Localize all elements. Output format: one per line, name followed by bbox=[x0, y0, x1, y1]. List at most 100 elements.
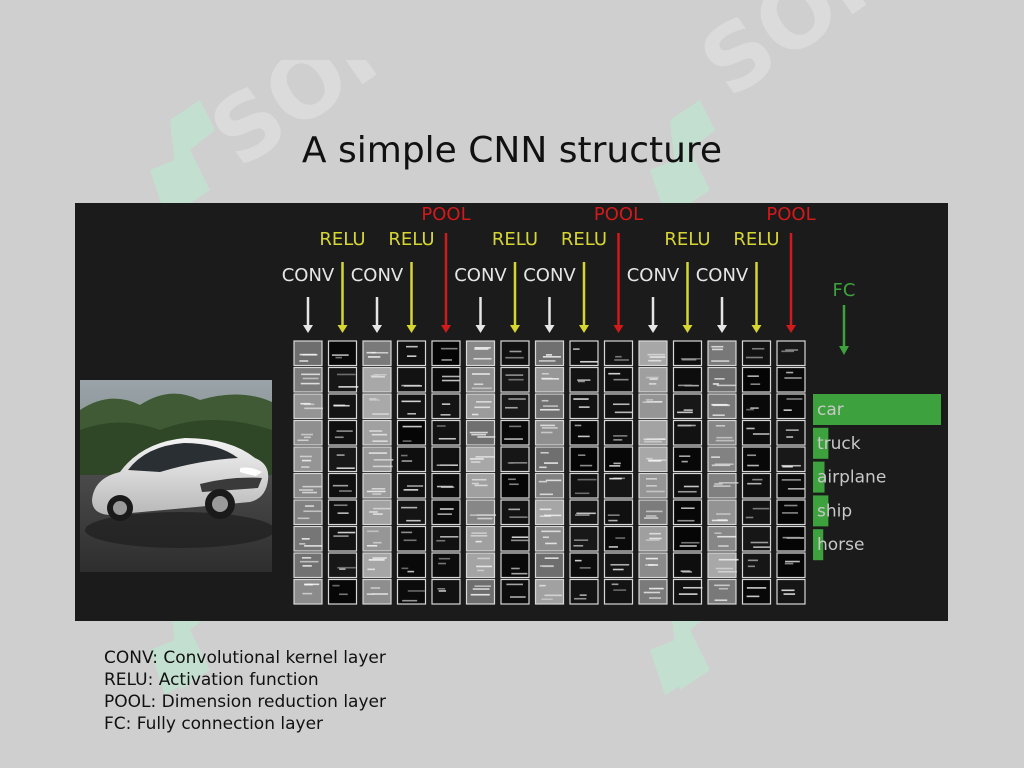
feature-texture bbox=[469, 458, 484, 460]
feature-map bbox=[776, 446, 806, 473]
feature-texture bbox=[615, 355, 622, 358]
feature-texture bbox=[573, 398, 589, 400]
feature-texture bbox=[338, 386, 359, 388]
arrow-head bbox=[372, 325, 382, 333]
feature-texture bbox=[580, 360, 598, 363]
feature-texture bbox=[436, 485, 453, 488]
feature-texture bbox=[575, 514, 590, 516]
feature-texture bbox=[539, 466, 547, 469]
feature-texture bbox=[677, 490, 697, 493]
feature-texture bbox=[787, 488, 806, 490]
feature-texture bbox=[471, 478, 487, 481]
feature-map bbox=[707, 552, 737, 579]
feature-map bbox=[603, 340, 634, 367]
feature-texture bbox=[781, 350, 795, 353]
feature-texture bbox=[438, 590, 447, 592]
feature-texture bbox=[373, 459, 394, 461]
feature-map-column bbox=[293, 340, 324, 605]
feature-texture bbox=[407, 570, 415, 573]
feature-texture bbox=[401, 460, 413, 462]
feature-map bbox=[741, 499, 772, 526]
feature-texture bbox=[511, 567, 520, 570]
feature-texture bbox=[337, 531, 356, 534]
feature-texture bbox=[337, 566, 356, 569]
feature-texture bbox=[711, 345, 724, 348]
feature-texture bbox=[538, 360, 556, 362]
feature-texture bbox=[746, 587, 767, 589]
feature-texture bbox=[681, 460, 688, 463]
feature-texture bbox=[373, 541, 382, 544]
feature-texture bbox=[614, 359, 629, 361]
feature-texture bbox=[441, 347, 458, 350]
feature-texture bbox=[301, 466, 310, 468]
feature-texture bbox=[645, 478, 657, 480]
feature-texture bbox=[299, 543, 306, 545]
feature-texture bbox=[645, 557, 658, 560]
feature-texture bbox=[300, 382, 320, 385]
class-score-bar bbox=[813, 427, 829, 459]
feature-map bbox=[431, 525, 461, 552]
feature-texture bbox=[372, 593, 389, 595]
feature-texture bbox=[336, 430, 353, 432]
feature-map-column bbox=[431, 340, 461, 605]
page-title: A simple CNN structure bbox=[301, 130, 723, 171]
feature-texture bbox=[678, 593, 698, 595]
feature-texture bbox=[304, 545, 323, 547]
class-label: ship bbox=[817, 501, 852, 521]
feature-texture bbox=[649, 587, 664, 590]
feature-texture bbox=[785, 349, 799, 351]
feature-map bbox=[672, 340, 703, 367]
feature-texture bbox=[438, 562, 446, 565]
feature-texture bbox=[752, 478, 763, 481]
layer-label-conv: CONV bbox=[351, 265, 404, 286]
feature-map bbox=[396, 366, 427, 393]
legend-item-relu: RELU: Activation function bbox=[104, 670, 319, 690]
feature-map bbox=[741, 552, 772, 579]
feature-texture bbox=[540, 424, 555, 427]
feature-texture bbox=[369, 430, 383, 432]
feature-map-column bbox=[741, 340, 772, 605]
feature-map bbox=[293, 340, 323, 367]
feature-map bbox=[465, 578, 496, 605]
feature-texture bbox=[339, 490, 352, 492]
feature-texture bbox=[373, 374, 387, 376]
feature-texture bbox=[712, 383, 719, 385]
feature-map bbox=[327, 552, 358, 579]
feature-texture bbox=[406, 519, 421, 522]
feature-texture bbox=[610, 563, 630, 566]
feature-texture bbox=[509, 483, 519, 486]
feature-texture bbox=[477, 557, 491, 560]
feature-texture bbox=[299, 489, 314, 491]
arrow-head bbox=[786, 325, 796, 333]
feature-texture bbox=[786, 436, 794, 438]
feature-texture bbox=[683, 586, 703, 589]
layer-label-conv: CONV bbox=[696, 265, 749, 286]
feature-texture bbox=[608, 546, 619, 548]
feature-map bbox=[776, 578, 806, 605]
feature-map bbox=[672, 366, 703, 393]
class-label: truck bbox=[817, 434, 861, 454]
feature-texture bbox=[545, 354, 553, 356]
feature-texture bbox=[577, 379, 591, 381]
feature-map bbox=[603, 393, 634, 420]
feature-texture bbox=[607, 514, 620, 516]
feature-texture bbox=[366, 544, 378, 547]
feature-texture bbox=[718, 558, 739, 561]
feature-texture bbox=[613, 462, 621, 465]
feature-texture bbox=[542, 536, 549, 539]
feature-map-column bbox=[465, 340, 496, 605]
feature-texture bbox=[402, 599, 418, 602]
class-label: horse bbox=[817, 535, 864, 555]
arrow-head bbox=[303, 325, 313, 333]
feature-texture bbox=[576, 512, 596, 515]
feature-texture bbox=[714, 378, 725, 380]
feature-texture bbox=[677, 424, 696, 427]
feature-texture bbox=[369, 399, 380, 401]
feature-texture bbox=[574, 424, 582, 427]
feature-texture bbox=[609, 477, 622, 480]
feature-map bbox=[396, 552, 427, 579]
feature-texture bbox=[544, 557, 559, 559]
feature-texture bbox=[370, 587, 381, 589]
feature-texture bbox=[642, 401, 654, 403]
